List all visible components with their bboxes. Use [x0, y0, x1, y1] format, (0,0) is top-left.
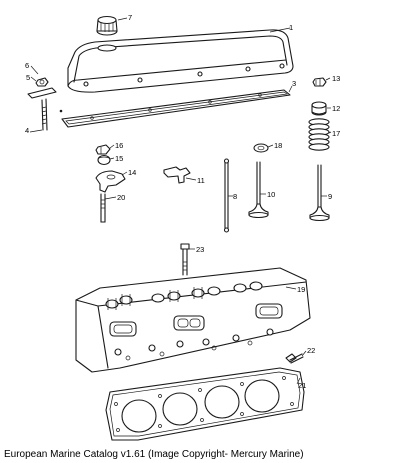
- callout-20: 20: [117, 193, 125, 202]
- callout-8: 8: [233, 192, 237, 201]
- callout-3: 3: [292, 79, 296, 88]
- cover-clip[interactable]: [27, 87, 57, 99]
- callout-labels: 7 1 3 4 5 6 13 12 17 18 16 15 14 11 20 8…: [25, 13, 340, 390]
- gasket-holes: [114, 376, 294, 432]
- head-small-bolt[interactable]: [285, 353, 304, 364]
- callout-7: 7: [128, 13, 132, 22]
- leader-lines: [29, 17, 332, 385]
- callout-10: 10: [267, 190, 275, 199]
- intake-valve[interactable]: [248, 161, 269, 219]
- cover-bolt[interactable]: [41, 98, 48, 131]
- rocker-cover-gasket[interactable]: [61, 89, 291, 128]
- cylinder-head-gasket[interactable]: [105, 367, 305, 441]
- small-dot: [59, 109, 63, 113]
- valve-springs-row: [105, 281, 263, 310]
- callout-17: 17: [332, 129, 340, 138]
- intake-ports: [109, 303, 283, 337]
- rocker-pivot-ball[interactable]: [97, 154, 111, 166]
- callout-1: 1: [289, 23, 293, 32]
- rocker-ball-nut[interactable]: [95, 144, 111, 155]
- cylinder-head[interactable]: [75, 267, 311, 373]
- callout-13: 13: [332, 74, 340, 83]
- oil-seal-ring[interactable]: [253, 143, 269, 153]
- valve-rocker-cover[interactable]: [67, 29, 294, 93]
- callout-14: 14: [128, 168, 136, 177]
- callout-18: 18: [274, 141, 282, 150]
- callout-23: 23: [196, 245, 204, 254]
- exhaust-valve[interactable]: [309, 164, 330, 222]
- callout-11: 11: [197, 176, 205, 185]
- rocker-stud[interactable]: [100, 193, 106, 223]
- pushrod-guide[interactable]: [163, 166, 191, 184]
- callout-5: 5: [26, 73, 30, 82]
- pushrod[interactable]: [223, 158, 230, 233]
- callout-21: 21: [298, 381, 306, 390]
- callout-12: 12: [332, 104, 340, 113]
- cylinder-head-bolt[interactable]: [180, 243, 190, 276]
- rocker-arm[interactable]: [95, 170, 126, 193]
- image-caption: European Marine Catalog v1.61 (Image Cop…: [4, 449, 304, 460]
- head-bolt-bosses: [114, 328, 274, 361]
- oil-filler-cap[interactable]: [96, 15, 118, 36]
- valve-spring[interactable]: [308, 118, 330, 151]
- valve-seal[interactable]: [311, 101, 327, 116]
- callout-9: 9: [328, 192, 332, 201]
- grommet-nut[interactable]: [35, 77, 49, 87]
- rocker-nut[interactable]: [312, 77, 327, 87]
- callout-15: 15: [115, 154, 123, 163]
- callout-16: 16: [115, 141, 123, 150]
- callout-6: 6: [25, 61, 29, 70]
- callout-22: 22: [307, 346, 315, 355]
- callout-4: 4: [25, 126, 29, 135]
- callout-19: 19: [297, 285, 305, 294]
